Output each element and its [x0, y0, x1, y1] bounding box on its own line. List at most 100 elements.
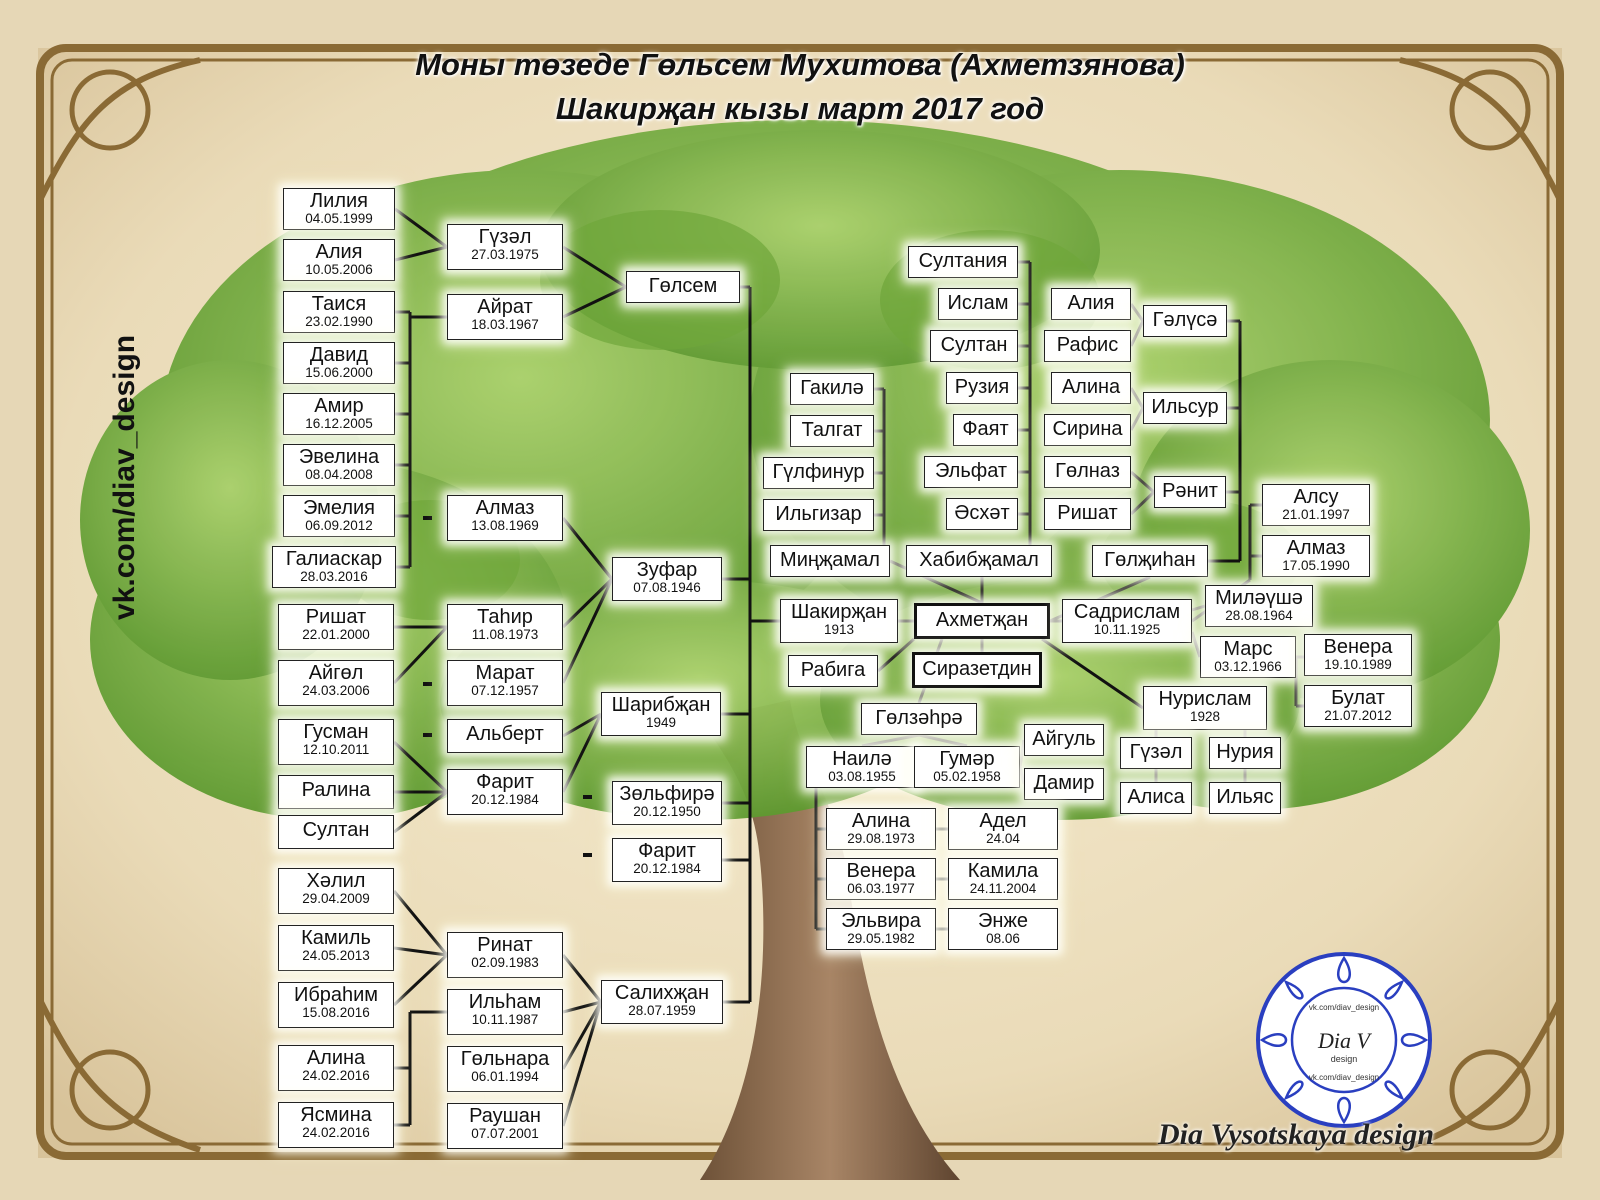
- watermark-text: vk.com/diav_design: [108, 334, 141, 620]
- connector-line: [394, 207, 448, 249]
- person-ruziya: Рузия: [946, 372, 1018, 404]
- person-habibzhamal: Хабибҗамал: [906, 545, 1052, 577]
- separator-dash: [423, 733, 432, 737]
- person-ashat: Әсхәт: [946, 498, 1018, 530]
- person-nuriya: Нурия: [1209, 737, 1281, 769]
- person-gelyuse: Гәлүсә: [1143, 305, 1227, 337]
- connector-line: [562, 245, 627, 289]
- connector-line: [1129, 303, 1145, 322]
- logo-word: Dia V: [1317, 1028, 1373, 1053]
- person-rafis: Рафис: [1044, 330, 1131, 362]
- connector-line: [561, 577, 614, 629]
- person-alisa: Алиса: [1120, 782, 1192, 814]
- connector-line: [1041, 637, 1144, 710]
- person-renit: Рәнит: [1154, 476, 1226, 508]
- person-rishat: Ришат: [1044, 498, 1131, 530]
- person-alina: Алина: [1051, 372, 1131, 404]
- connector-line: [561, 713, 603, 793]
- connector-line: [394, 245, 448, 262]
- connector-line: [393, 790, 448, 834]
- designer-logo: vk.com/diav_design Dia V design vk.com/d…: [1256, 952, 1432, 1128]
- connector-line: [392, 953, 449, 1007]
- person-sultan: Султан: [278, 815, 394, 849]
- title-line-2: Шакирҗан кызы март 2017 год: [555, 91, 1045, 126]
- person-gelzahra: Гөлзәһрә: [861, 703, 977, 735]
- connector-line: [918, 733, 968, 748]
- connector-line: [1191, 604, 1206, 612]
- person-minzhamal: Миңҗамал: [770, 545, 890, 577]
- person-albert: Альберт: [447, 719, 563, 753]
- person-ilsur: Ильсур: [1143, 392, 1227, 424]
- connector-line: [1129, 407, 1145, 431]
- connector-line: [562, 1000, 602, 1014]
- connector-line: [861, 733, 920, 748]
- connector-line: [561, 1001, 603, 1070]
- separator-dash: [583, 795, 592, 799]
- connector-line: [1018, 739, 1026, 768]
- connector-line: [562, 712, 602, 738]
- person-rabiga: Рабига: [788, 655, 878, 687]
- person-ralina: Ралина: [278, 775, 394, 809]
- connector-line: [877, 637, 915, 673]
- signature: Dia Vysotskaya design: [1158, 1118, 1435, 1151]
- logo-url: vk.com/diav_design: [1309, 1003, 1379, 1012]
- person-sultaniya: Султания: [908, 246, 1018, 278]
- person-aliya: Алия: [1051, 288, 1131, 320]
- connector-line: [561, 517, 614, 580]
- person-gelzhihan: Гөлҗиһан: [1092, 545, 1208, 577]
- connector-line: [561, 954, 603, 1003]
- person-damir: Дамир: [1024, 768, 1104, 800]
- separator-dash: [583, 853, 592, 857]
- person-fayat: Фаят: [953, 414, 1018, 446]
- person-aigul: Айгуль: [1024, 724, 1104, 756]
- logo-sub: design: [1331, 1054, 1358, 1064]
- person-islam: Ислам: [938, 288, 1018, 320]
- title-line-1: Моны төзеде Гөльсем Мухитова (Ахметзянов…: [415, 47, 1185, 82]
- person-gulfinur: Гүлфинур: [763, 457, 874, 489]
- person-talgat: Талгат: [790, 415, 874, 447]
- separator-dash: [423, 516, 432, 520]
- person-elfat: Эльфат: [924, 456, 1018, 488]
- person-ahmetzhan: Ахметҗан: [914, 603, 1050, 639]
- person-sultan: Султан: [930, 330, 1018, 362]
- connector-line: [1018, 766, 1026, 785]
- person-ilgizar: Ильгизар: [763, 499, 874, 531]
